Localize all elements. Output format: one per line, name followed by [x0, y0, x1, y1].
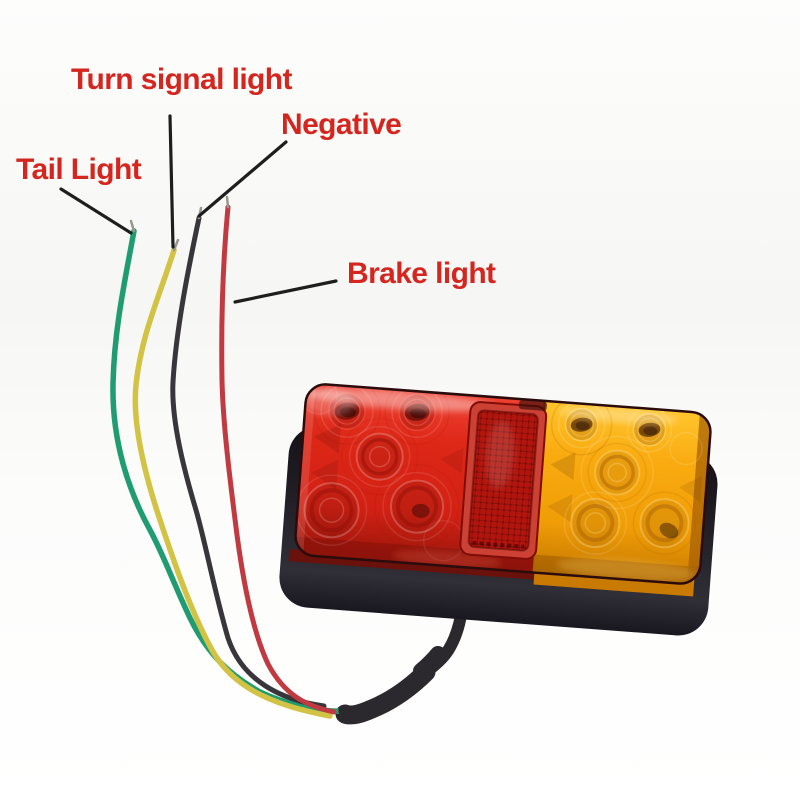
sheath-mouth [338, 705, 356, 721]
bare-tip-yellow [172, 238, 180, 252]
pointer-line-tail-light [59, 187, 133, 235]
led-dome [355, 432, 404, 481]
wire-red [219, 204, 337, 715]
led-dome [639, 498, 690, 549]
label-negative: Negative [281, 108, 402, 141]
lens-outline [294, 383, 712, 585]
label-brake-light: Brake light [347, 257, 496, 290]
lens-facets [311, 423, 703, 523]
pointer-line-negative [197, 140, 288, 218]
led-dome [390, 479, 445, 534]
bevel-left-highlight [294, 383, 316, 556]
pointer-lines [59, 114, 338, 304]
bevel-right-amber [686, 412, 712, 585]
lens-top-divider [518, 400, 548, 411]
pointer-line-turn-signal [168, 114, 175, 249]
bare-tip-red [225, 195, 230, 209]
reflector-strip [459, 401, 548, 560]
pointer-line-brake-light [233, 279, 338, 304]
led-domes-amber [564, 407, 690, 549]
wire-black [170, 215, 327, 709]
led-dome [303, 482, 360, 539]
tail-lamp [279, 383, 718, 636]
label-turn-signal-light: Turn signal light [71, 63, 293, 96]
wires [110, 195, 356, 721]
label-tail-light: Tail Light [16, 153, 142, 186]
led-dome [594, 449, 641, 496]
cable-sheath [335, 662, 436, 725]
led-dome [570, 498, 621, 549]
wire-yellow [132, 247, 333, 719]
bare-tip-green [129, 219, 136, 233]
